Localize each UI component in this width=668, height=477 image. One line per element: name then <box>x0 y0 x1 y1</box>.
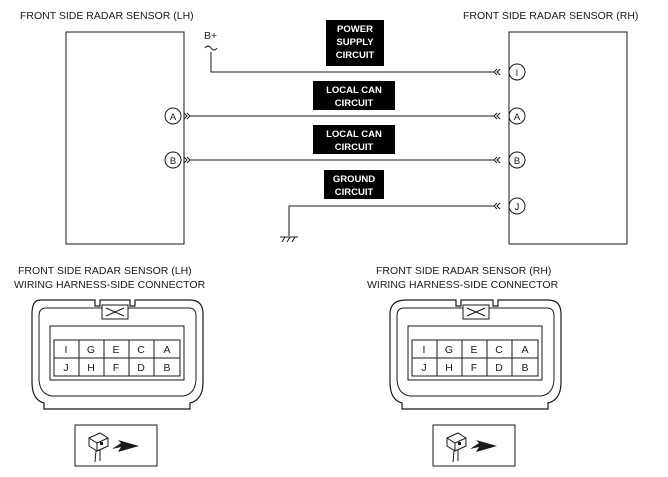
lh-cell-g: G <box>87 344 95 356</box>
ground-symbol-icon <box>280 236 298 243</box>
lh-cell-e: E <box>112 344 119 356</box>
rh-terminal-i-label: I <box>516 68 519 79</box>
lh-terminal-b-label: B <box>170 156 176 167</box>
lh-cell-d: D <box>137 362 145 374</box>
rh-terminal-j <box>508 197 526 215</box>
rh-cell-a: A <box>521 344 528 356</box>
rh-connector-title: FRONT SIDE RADAR SENSOR (RH) <box>376 265 551 277</box>
can2-line1: LOCAL CAN <box>326 129 382 140</box>
rh-b-connector-mark <box>493 156 501 164</box>
lh-a-connector-mark <box>183 112 191 120</box>
rh-terminal-j-label: J <box>515 202 520 213</box>
local-can-circuit-box-2 <box>313 125 395 154</box>
lh-connector-title: FRONT SIDE RADAR SENSOR (LH) <box>18 265 192 277</box>
rh-sensor-title: FRONT SIDE RADAR SENSOR (RH) <box>463 10 638 22</box>
rh-cell-h: H <box>445 362 453 374</box>
lh-cell-f: F <box>113 362 119 374</box>
rh-connector-subtitle: WIRING HARNESS-SIDE CONNECTOR <box>367 279 559 291</box>
rh-sensor-box <box>508 31 628 245</box>
rh-connector-view-icon <box>432 424 516 467</box>
power-wire <box>210 52 494 73</box>
lh-cell-i: I <box>65 344 68 356</box>
rh-cell-f: F <box>471 362 477 374</box>
ground-circuit-line2: CIRCUIT <box>335 187 374 198</box>
lh-cell-b: B <box>163 362 170 374</box>
rh-a-connector-mark <box>493 112 501 120</box>
lh-terminal-a-label: A <box>170 112 177 123</box>
can2-line2: CIRCUIT <box>335 142 374 153</box>
power-circuit-line3: CIRCUIT <box>336 50 375 61</box>
rh-cell-e: E <box>470 344 477 356</box>
rh-cell-i: I <box>423 344 426 356</box>
lh-connector-face <box>31 299 204 410</box>
rh-cell-j: J <box>421 362 426 374</box>
ground-wire <box>288 205 494 236</box>
rh-connector-face <box>389 299 562 410</box>
can1-line1: LOCAL CAN <box>326 85 382 96</box>
rh-cell-g: G <box>445 344 453 356</box>
lh-terminal-a <box>164 107 182 125</box>
rh-cell-b: B <box>521 362 528 374</box>
lh-connector-view-icon <box>74 424 158 467</box>
lh-terminal-b <box>164 151 182 169</box>
rh-terminal-a <box>508 107 526 125</box>
can1-line2: CIRCUIT <box>335 98 374 109</box>
rh-terminal-b <box>508 151 526 169</box>
rh-cell-c: C <box>495 344 503 356</box>
power-circuit-line2: SUPPLY <box>336 37 374 48</box>
power-circuit-line1: POWER <box>337 24 373 35</box>
lh-cell-c: C <box>137 344 145 356</box>
ground-circuit-box <box>324 170 384 199</box>
rh-terminal-b-label: B <box>514 156 520 167</box>
rh-terminal-a-label: A <box>514 112 521 123</box>
rh-cell-d: D <box>495 362 503 374</box>
battery-label: B+ <box>204 30 217 42</box>
rh-j-connector-mark <box>493 202 501 210</box>
lh-cell-a: A <box>163 344 170 356</box>
rh-terminal-i <box>508 63 526 81</box>
lh-sensor-title: FRONT SIDE RADAR SENSOR (LH) <box>20 10 194 22</box>
rh-i-connector-mark <box>493 68 501 76</box>
local-can-circuit-box-1 <box>313 81 395 110</box>
lh-sensor-box <box>65 31 185 245</box>
lh-connector-subtitle: WIRING HARNESS-SIDE CONNECTOR <box>14 279 206 291</box>
lh-cell-h: H <box>87 362 95 374</box>
fuse-symbol <box>204 45 218 51</box>
lh-cell-j: J <box>63 362 68 374</box>
ground-circuit-line1: GROUND <box>333 174 375 185</box>
power-supply-circuit-box <box>326 20 384 66</box>
lh-b-connector-mark <box>183 156 191 164</box>
